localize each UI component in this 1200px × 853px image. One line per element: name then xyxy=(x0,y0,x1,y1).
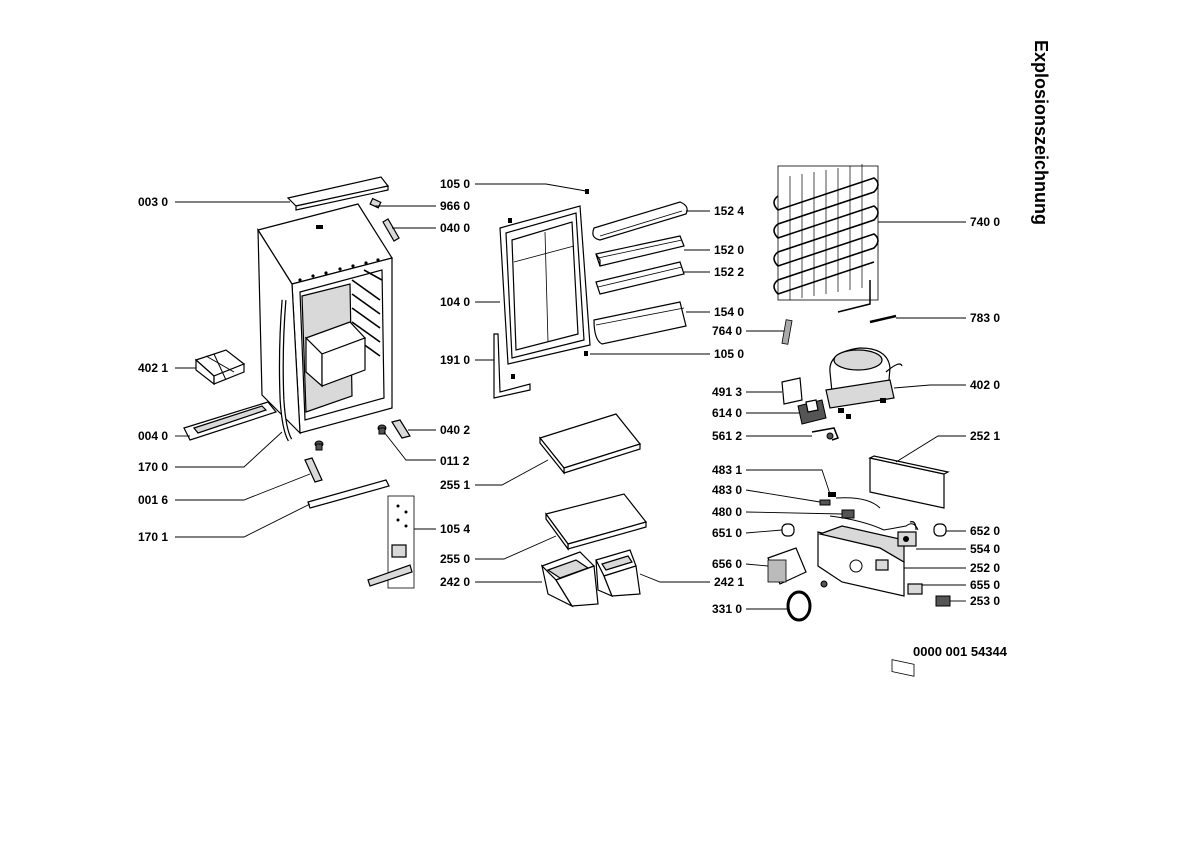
label-105-4: 105 4 xyxy=(440,522,470,536)
leader-lines xyxy=(175,183,966,610)
part-764-drier xyxy=(781,319,793,345)
label-331-0: 331 0 xyxy=(712,602,742,616)
label-253-0: 253 0 xyxy=(970,594,1000,608)
label-011-2: 011 2 xyxy=(440,454,470,468)
door-screws xyxy=(508,189,589,379)
label-191-0: 191 0 xyxy=(440,353,470,367)
label-561-2: 561 2 xyxy=(712,429,742,443)
label-480-0: 480 0 xyxy=(712,505,742,519)
label-004-0: 004 0 xyxy=(138,429,168,443)
part-614-relay xyxy=(797,399,827,425)
part-656-lampcover xyxy=(767,547,807,585)
label-483-1: 483 1 xyxy=(712,463,742,477)
label-655-0: 655 0 xyxy=(970,578,1000,592)
diagram-title: Explosionszeichnung xyxy=(1031,40,1051,226)
door-shelf-152-4 xyxy=(592,201,688,241)
label-483-0: 483 0 xyxy=(712,483,742,497)
cabinet-top-plate xyxy=(286,176,390,211)
label-402-1: 402 1 xyxy=(138,361,168,375)
label-652-0: 652 0 xyxy=(970,524,1000,538)
part-labels: 003 0 966 0 040 0 402 1 004 0 170 0 001 … xyxy=(138,177,1000,616)
label-104-0: 104 0 xyxy=(440,295,470,309)
part-491-cover xyxy=(781,377,803,405)
label-651-0: 651 0 xyxy=(712,526,742,540)
label-614-0: 614 0 xyxy=(712,406,742,420)
housing-252-0 xyxy=(817,525,905,597)
label-966-0: 966 0 xyxy=(440,199,470,213)
part-554-switch xyxy=(897,521,917,547)
crisper-242-1 xyxy=(595,549,641,598)
glass-shelf-255-0 xyxy=(544,493,648,551)
part-gasket-191 xyxy=(493,333,531,399)
label-783-0: 783 0 xyxy=(970,311,1000,325)
part-331-ring xyxy=(786,590,812,622)
label-740-0: 740 0 xyxy=(970,215,1000,229)
door-seal-strip xyxy=(278,299,293,442)
part-tray-402 xyxy=(194,349,246,386)
label-764-0: 764 0 xyxy=(712,324,742,338)
part-rail-004 xyxy=(183,401,278,441)
label-252-1: 252 1 xyxy=(970,429,1000,443)
part-screwkit-105 xyxy=(367,495,415,589)
crisper-242-0 xyxy=(540,551,599,608)
label-656-0: 656 0 xyxy=(712,557,742,571)
door-shelf-154-0 xyxy=(593,301,687,345)
panel-252-1 xyxy=(868,455,950,677)
part-652-bulb xyxy=(933,523,947,537)
label-040-0: 040 0 xyxy=(440,221,470,235)
label-170-0: 170 0 xyxy=(138,460,168,474)
condenser-740 xyxy=(773,164,879,313)
label-105-0-top: 105 0 xyxy=(440,177,470,191)
label-491-3: 491 3 xyxy=(712,385,742,399)
part-strip-170 xyxy=(307,479,390,509)
cabinet-body xyxy=(257,203,393,435)
part-feet-011 xyxy=(314,424,387,451)
label-001-6: 001 6 xyxy=(138,493,168,507)
part-253-knob xyxy=(935,595,951,607)
label-252-0: 252 0 xyxy=(970,561,1000,575)
label-105-0-bottom: 105 0 xyxy=(714,347,744,361)
label-255-1: 255 1 xyxy=(440,478,470,492)
label-152-4: 152 4 xyxy=(714,204,744,218)
part-651-bulb xyxy=(781,523,795,537)
compressor-402 xyxy=(825,347,903,419)
part-hinge-040-2 xyxy=(391,419,411,439)
label-152-2: 152 2 xyxy=(714,265,744,279)
door-panel xyxy=(499,205,591,365)
label-152-0: 152 0 xyxy=(714,243,744,257)
part-small-nut xyxy=(820,580,828,588)
label-040-2: 040 2 xyxy=(440,423,470,437)
glass-shelf-255-1 xyxy=(538,413,642,475)
part-655-knob xyxy=(907,583,923,595)
door-shelf-152-2 xyxy=(595,261,685,295)
label-255-0: 255 0 xyxy=(440,552,470,566)
part-561-clip xyxy=(811,427,839,441)
label-554-0: 554 0 xyxy=(970,542,1000,556)
label-170-1: 170 1 xyxy=(138,530,168,544)
label-242-0: 242 0 xyxy=(440,575,470,589)
label-402-0: 402 0 xyxy=(970,378,1000,392)
part-bracket-001 xyxy=(304,457,323,483)
label-242-1: 242 1 xyxy=(714,575,744,589)
door-shelf-152-0 xyxy=(595,235,685,267)
drawing-number: 0000 001 54344 xyxy=(913,644,1007,659)
label-003-0: 003 0 xyxy=(138,195,168,209)
part-783 xyxy=(869,314,897,324)
label-154-0: 154 0 xyxy=(714,305,744,319)
